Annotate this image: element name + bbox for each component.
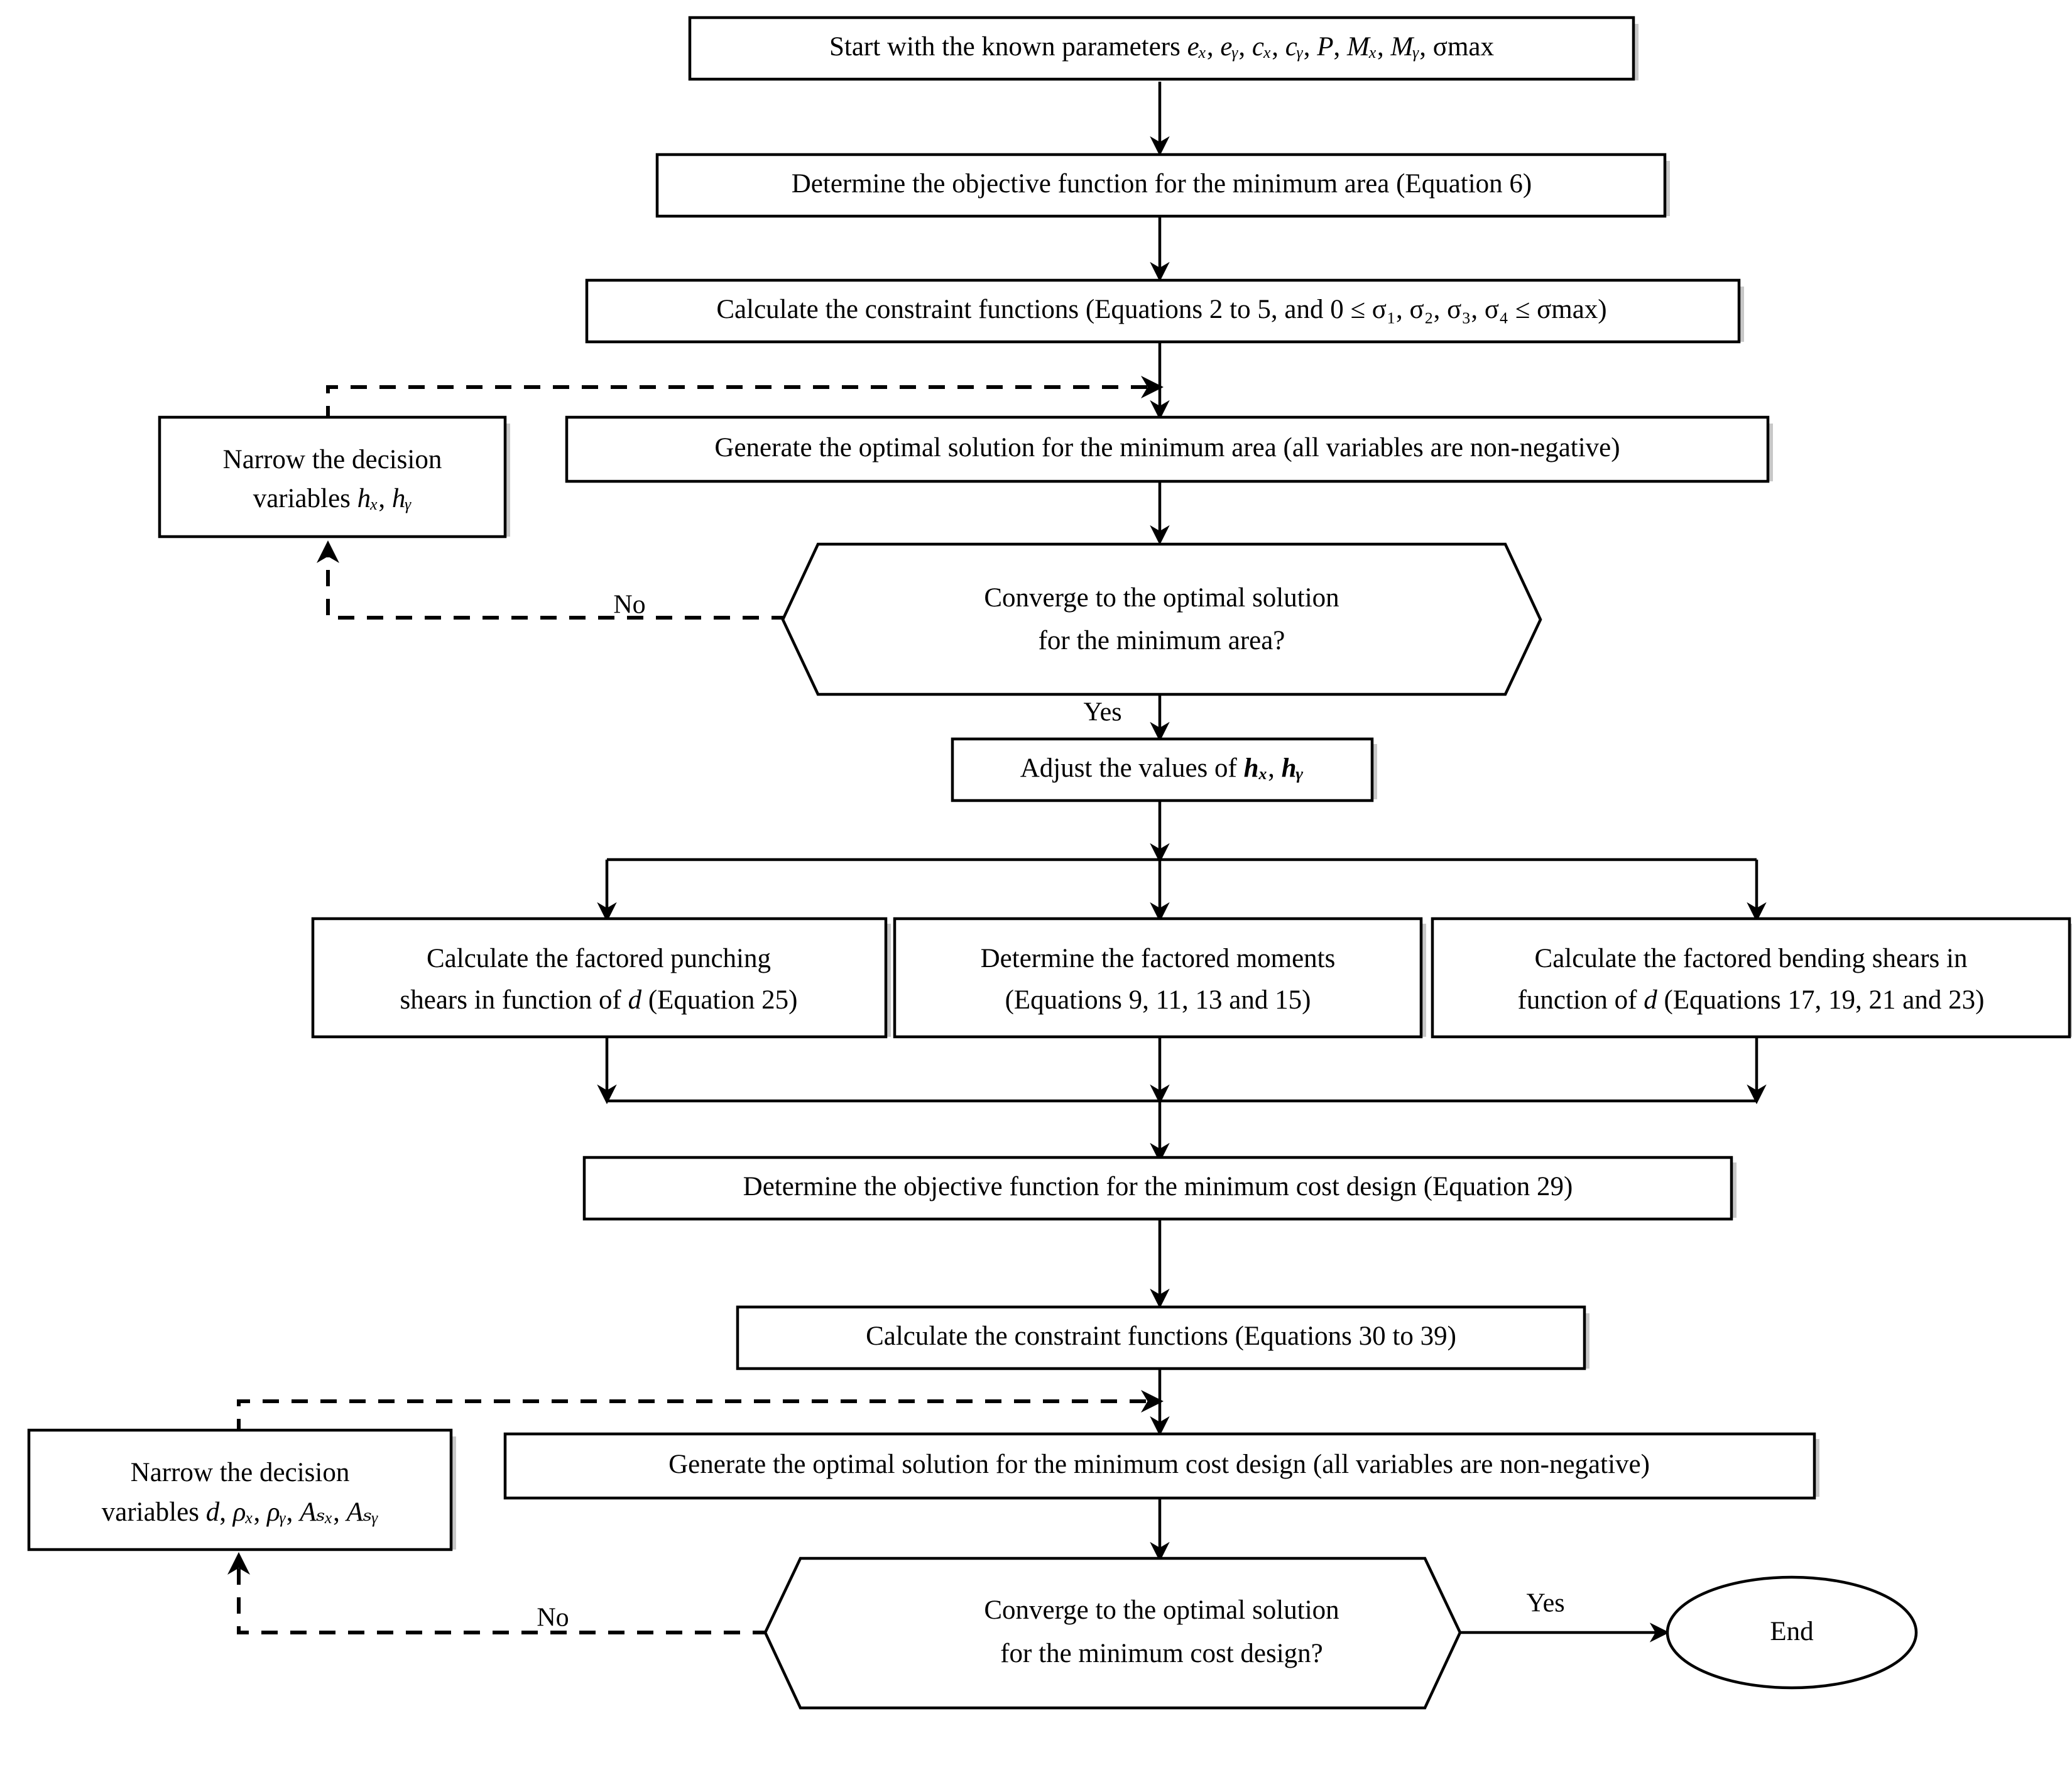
node-generate-area-shape[interactable]: [565, 415, 1770, 483]
node-converge-area-label-line1: Converge to the optimal solution: [984, 583, 1339, 613]
node-adjust-h-shape[interactable]: [951, 737, 1374, 802]
node-objective-cost-label: Determine the objective function for the…: [743, 1172, 1573, 1201]
node-narrow-cost-label-line1: Narrow the decision: [131, 1458, 350, 1487]
node-converge-cost-label-line2: for the minimum cost design?: [1000, 1639, 1323, 1668]
edge-narrow-area-loop-top: [326, 376, 1164, 422]
node-punching-shears-label-line1: Calculate the factored punching: [427, 944, 771, 973]
node-constraints-cost-label: Calculate the constraint functions (Equa…: [866, 1321, 1456, 1351]
node-objective-cost-shape[interactable]: [582, 1156, 1733, 1221]
edge-label-no-cost: No: [537, 1604, 569, 1633]
shapes: [27, 16, 2071, 1710]
node-objective-area-label: Determine the objective function for the…: [792, 169, 1532, 199]
node-constraints-area-label: Calculate the constraint functions (Equa…: [716, 295, 1606, 324]
node-generate-cost-shape[interactable]: [503, 1432, 1816, 1500]
node-adjust-h-label: Adjust the values of hₓ, hᵧ: [1020, 753, 1304, 783]
node-generate-cost-label: Generate the optimal solution for the mi…: [668, 1450, 1650, 1479]
edge-narrow-cost-loop-top: [237, 1390, 1164, 1435]
edge-label-no-area: No: [613, 591, 645, 620]
edge-converge-cost-no-to-narrow: [227, 1552, 798, 1634]
node-narrow-area-label-line2: variables hₓ, hᵧ: [253, 484, 412, 513]
node-narrow-area-label-line1: Narrow the decision: [223, 445, 442, 474]
node-bending-shears-label-line1: Calculate the factored bending shears in: [1535, 944, 1968, 973]
node-texts: Start with the known parameters eₓ, eᵧ, …: [102, 32, 1985, 1668]
edge-converge-area-no-to-narrow: [317, 540, 817, 620]
node-narrow-cost-label-line2: variables d, ρₓ, ρᵧ, Aₛₓ, Aₛᵧ: [102, 1497, 379, 1527]
node-converge-cost-shape[interactable]: [763, 1556, 1462, 1710]
node-factored-moments-label-line1: Determine the factored moments: [981, 944, 1336, 973]
node-narrow-area-shape[interactable]: [158, 415, 507, 539]
node-converge-area-label-line2: for the minimum area?: [1039, 626, 1285, 655]
node-narrow-cost-shape[interactable]: [27, 1428, 453, 1551]
node-punching-shears-label-line2: shears in function of d (Equation 25): [400, 985, 798, 1015]
node-objective-area-shape[interactable]: [655, 153, 1667, 218]
node-end-shape[interactable]: [1666, 1575, 1918, 1690]
node-end-label: End: [1770, 1617, 1813, 1646]
node-start-shape[interactable]: [688, 16, 1635, 81]
node-factored-moments-shape[interactable]: [893, 917, 1423, 1039]
edge-label-yes-cost: Yes: [1526, 1589, 1564, 1618]
node-constraints-cost-shape[interactable]: [736, 1305, 1586, 1370]
edge-labels: No Yes No Yes: [537, 591, 1564, 1633]
node-generate-area-label: Generate the optimal solution for the mi…: [714, 433, 1620, 462]
node-converge-area-shape[interactable]: [781, 542, 1542, 696]
node-punching-shears-shape[interactable]: [311, 917, 888, 1039]
node-converge-cost-label-line1: Converge to the optimal solution: [984, 1595, 1339, 1625]
node-constraints-area-shape[interactable]: [585, 278, 1741, 344]
node-start-label: Start with the known parameters eₓ, eᵧ, …: [829, 32, 1494, 62]
edge-label-yes-area: Yes: [1083, 698, 1121, 727]
connectors: [227, 82, 1767, 1643]
node-bending-shears-label-line2: function of d (Equations 17, 19, 21 and …: [1518, 985, 1985, 1015]
node-factored-moments-label-line2: (Equations 9, 11, 13 and 15): [1005, 985, 1311, 1015]
node-bending-shears-shape[interactable]: [1431, 917, 2071, 1039]
